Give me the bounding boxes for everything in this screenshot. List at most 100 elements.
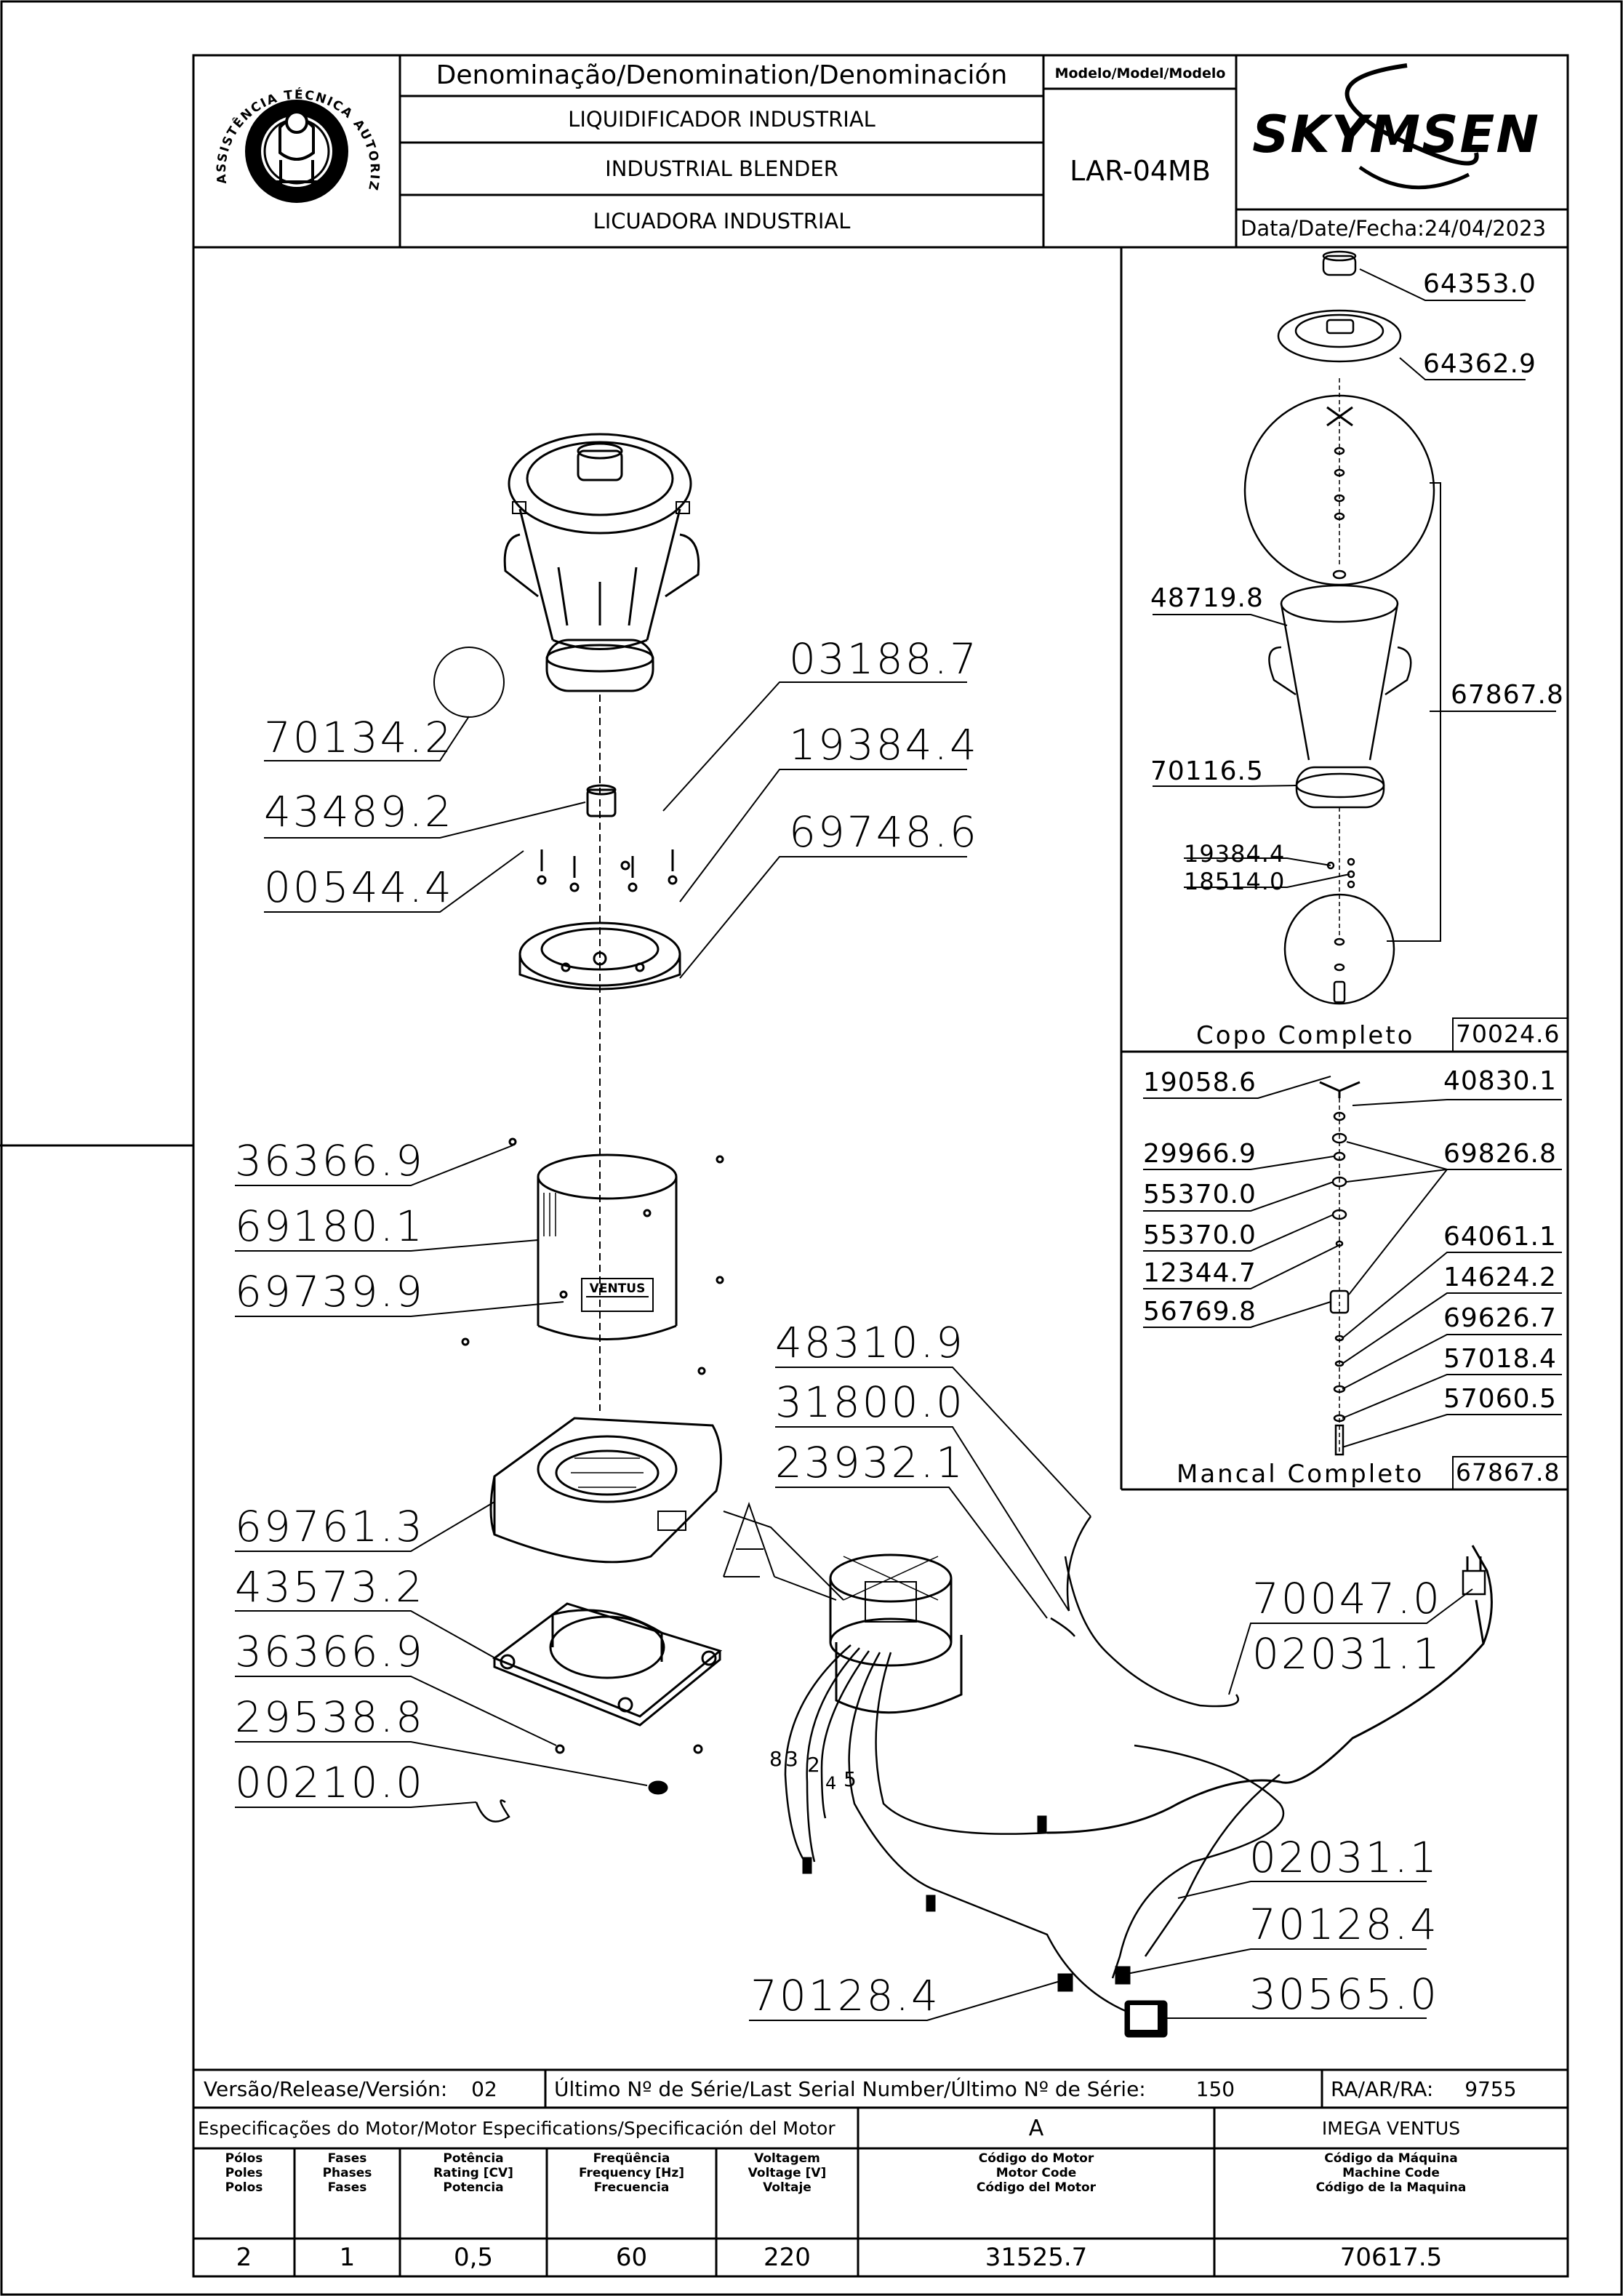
wire-number-4: 4 <box>825 1773 837 1793</box>
ra-field: RA/AR/RA: 9755 <box>1331 2074 1517 2105</box>
spec-value-phases: 1 <box>339 2243 356 2272</box>
spec-head-voltage-es: Voltaje <box>763 2180 812 2195</box>
spec-head-phases: Fases Phases Fases <box>294 2151 400 2195</box>
callout-02031-1-a: 02031.1 <box>1252 1629 1442 1679</box>
model-code: LAR-04MB <box>1070 155 1211 187</box>
version-value: 02 <box>471 2077 497 2101</box>
wire-number-2: 2 <box>807 1753 820 1777</box>
callout-69761-3: 69761.3 <box>235 1502 425 1551</box>
svg-text:ASSISTÊNCIA TÉCNICA AUTORIZADA: ASSISTÊNCIA TÉCNICA AUTORIZADA <box>200 60 382 193</box>
callout-36366-9-a: 36366.9 <box>235 1136 425 1185</box>
copo-completo-label: Copo Completo <box>1196 1021 1415 1050</box>
callout-70047-0: 70047.0 <box>1252 1574 1442 1623</box>
spec-value-voltage: 220 <box>764 2243 811 2272</box>
copo-exploded-drawing <box>1243 250 1441 1005</box>
callout-29538-8: 29538.8 <box>235 1692 425 1742</box>
callout-70116-5: 70116.5 <box>1150 756 1264 786</box>
wire-number-5: 5 <box>843 1767 857 1791</box>
callout-19384-4-copo: 19384.4 <box>1184 840 1286 868</box>
date-label: Data/Date/Fecha: <box>1241 216 1424 241</box>
callout-64362-9: 64362.9 <box>1423 349 1536 379</box>
callout-23932-1: 23932.1 <box>775 1438 965 1487</box>
callout-31800-0: 31800.0 <box>775 1377 965 1427</box>
callout-12344-7: 12344.7 <box>1143 1258 1257 1288</box>
spec-head-voltage: Voltagem Voltage [V] Voltaje <box>716 2151 858 2195</box>
callout-64061-1: 64061.1 <box>1443 1222 1557 1252</box>
section-a-marker <box>723 1501 837 1601</box>
brand-logo: SKYMSEN <box>1252 105 1540 164</box>
callout-14624-2: 14624.2 <box>1443 1263 1557 1292</box>
callout-00210-0: 00210.0 <box>235 1758 425 1807</box>
blender-jar <box>503 433 700 692</box>
mancal-completo-label: Mancal Completo <box>1177 1460 1424 1489</box>
spec-head-phases-en: Phases <box>322 2166 372 2180</box>
callout-56769-8: 56769.8 <box>1143 1297 1257 1327</box>
callout-43489-2: 43489.2 <box>264 787 454 836</box>
spec-head-frequency-es: Frecuencia <box>593 2180 670 2195</box>
callout-55370-0-b: 55370.0 <box>1143 1220 1257 1250</box>
spec-head-machine-code-es: Código de la Maquina <box>1315 2180 1467 2195</box>
spec-value-motor-code: 31525.7 <box>985 2243 1088 2272</box>
callout-55370-0-a: 55370.0 <box>1143 1180 1257 1209</box>
callout-70134-2: 70134.2 <box>264 713 454 762</box>
callout-57018-4: 57018.4 <box>1443 1344 1557 1374</box>
spec-head-phases-pt: Fases <box>327 2151 367 2166</box>
callout-29966-9: 29966.9 <box>1143 1139 1257 1169</box>
spec-head-motor-code-es: Código del Motor <box>976 2180 1097 2195</box>
spec-head-poles: Pólos Poles Polos <box>193 2151 294 2195</box>
motor-drawing <box>784 1516 1493 2038</box>
callout-48310-9: 48310.9 <box>775 1318 965 1367</box>
spec-head-rating-en: Rating [CV] <box>433 2166 513 2180</box>
date-value: 24/04/2023 <box>1424 216 1547 241</box>
callout-69626-7: 69626.7 <box>1443 1303 1557 1333</box>
mancal-completo-code: 67867.8 <box>1456 1458 1560 1487</box>
callout-70128-4-a: 70128.4 <box>1249 1900 1439 1949</box>
callout-40830-1: 40830.1 <box>1443 1066 1557 1096</box>
callout-18514-0: 18514.0 <box>1184 868 1286 895</box>
serial-label: Último Nº de Série/Last Serial Number/Úl… <box>554 2077 1146 2101</box>
denomination-label: Denominação/Denomination/Denominación <box>436 60 1008 90</box>
motor-brand: IMEGA VENTUS <box>1321 2118 1461 2139</box>
leader-lines <box>235 268 1562 2021</box>
spec-head-frequency: Freqüência Frequency [Hz] Frecuencia <box>547 2151 716 2195</box>
callout-19384-4: 19384.4 <box>789 720 979 769</box>
name-es: LICUADORA INDUSTRIAL <box>593 209 851 233</box>
spec-head-poles-es: Polos <box>225 2180 263 2195</box>
section-a-label: A <box>720 1498 774 1578</box>
spec-head-rating-pt: Potência <box>443 2151 504 2166</box>
callout-67867-8: 67867.8 <box>1451 680 1564 710</box>
spec-head-machine-code-pt: Código da Máquina <box>1324 2151 1458 2166</box>
ra-label: RA/AR/RA: <box>1331 2077 1434 2101</box>
callout-57060-5: 57060.5 <box>1443 1384 1557 1414</box>
callout-30565-0: 30565.0 <box>1249 1969 1439 2019</box>
callout-64353-0: 64353.0 <box>1423 269 1536 299</box>
spec-head-frequency-pt: Freqüência <box>593 2151 670 2166</box>
spec-head-motor-code-pt: Código do Motor <box>978 2151 1094 2166</box>
spec-head-rating: Potência Rating [CV] Potencia <box>400 2151 547 2195</box>
serial-value: 150 <box>1195 2077 1235 2101</box>
callout-36366-9-b: 36366.9 <box>235 1627 425 1676</box>
spec-head-motor-code-en: Motor Code <box>995 2166 1077 2180</box>
callout-00544-4: 00544.4 <box>264 863 454 912</box>
ventus-badge: VENTUS <box>586 1281 649 1297</box>
spec-head-voltage-pt: Voltagem <box>754 2151 820 2166</box>
name-en: INDUSTRIAL BLENDER <box>605 156 838 181</box>
wire-number-3: 3 <box>785 1747 798 1771</box>
spec-value-frequency: 60 <box>615 2243 648 2272</box>
spec-value-rating: 0,5 <box>453 2243 494 2272</box>
spec-value-machine-code: 70617.5 <box>1339 2243 1443 2272</box>
brand-logo-swoosh <box>1345 63 1479 190</box>
spec-head-poles-pt: Pólos <box>225 2151 263 2166</box>
spec-head-motor-code: Código do Motor Motor Code Código del Mo… <box>858 2151 1214 2195</box>
ra-value: 9755 <box>1464 2077 1517 2101</box>
callout-19058-6: 19058.6 <box>1143 1068 1257 1097</box>
callout-69180-1: 69180.1 <box>235 1201 425 1251</box>
spec-value-poles: 2 <box>236 2243 252 2272</box>
name-pt: LIQUIDIFICADOR INDUSTRIAL <box>568 107 875 132</box>
spec-head-phases-es: Fases <box>327 2180 367 2195</box>
callout-43573-2: 43573.2 <box>235 1562 425 1612</box>
authorized-service-seal <box>245 100 348 203</box>
spec-head-rating-es: Potencia <box>443 2180 504 2195</box>
main-exploded-drawing <box>433 433 724 1823</box>
